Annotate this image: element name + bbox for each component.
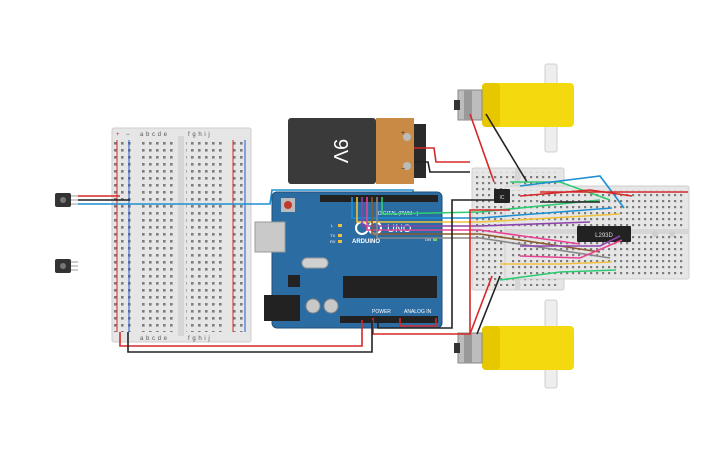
tx-led (338, 234, 342, 237)
wire-battery-plus (414, 147, 470, 163)
analog-label: ANALOG IN (404, 309, 432, 315)
battery-minus-label: − (401, 166, 405, 173)
motor-bottom[interactable] (454, 299, 574, 389)
wire-d-purple (361, 197, 591, 227)
rx-label: RX (330, 239, 336, 244)
battery-plus-label: + (401, 130, 405, 137)
on-led (433, 238, 437, 241)
regulator[interactable]: IC (494, 189, 510, 203)
columns-left-label: a b c d e (140, 132, 168, 138)
arduino-brand: ARDUINO (352, 239, 380, 245)
wire-d-brown (371, 197, 601, 253)
rail-minus-label: − (126, 132, 130, 138)
l-led (338, 224, 342, 227)
wire-bb-gnd (127, 320, 373, 353)
power-analog-header[interactable] (340, 316, 438, 323)
atmega-chip (343, 276, 437, 298)
motor-driver-chip[interactable]: L293D (577, 226, 631, 242)
battery-voltage-label: 9V (329, 139, 351, 164)
board-regulator (288, 275, 300, 287)
motor-top[interactable] (454, 63, 574, 153)
wires (119, 113, 688, 353)
power-label: POWER (372, 309, 391, 315)
wire-battery-minus (414, 161, 470, 173)
wire-d-blue (351, 197, 613, 219)
wire-jumper-purple (520, 235, 621, 247)
wire-bb-5v (119, 320, 363, 347)
wire-motor-top-red (469, 113, 495, 183)
battery-9v[interactable]: + − 9V (288, 118, 426, 184)
wire-arduino-gnd (377, 199, 494, 329)
wire-arduino-5v (372, 209, 510, 335)
usb-port[interactable] (254, 221, 286, 253)
wire-jumper-blue (519, 175, 625, 209)
wire-d-pink (366, 197, 581, 245)
wire-motor-bottom-black (476, 275, 501, 335)
regulator-label: IC (500, 195, 505, 201)
wire-jumper-pink (519, 239, 623, 259)
rail-plus-label: + (116, 132, 120, 138)
capacitor-2 (323, 298, 339, 314)
breadboard-main[interactable]: + − a b c d e f g h i j a b c d e f g h … (111, 127, 252, 343)
l-led-label: L (331, 223, 334, 228)
rx-led (338, 240, 342, 243)
digital-header[interactable] (320, 195, 438, 202)
wire-jumper-green-2 (499, 269, 617, 281)
wire-d-green (381, 197, 601, 215)
wire-motor-bottom-red (469, 275, 493, 335)
arduino-uno[interactable]: ARDUINO UNO DIGITAL (PWM ~) POWER ANALOG… (254, 191, 443, 329)
wire-analog-red (399, 318, 437, 327)
columns-right-label: f g h i j (188, 132, 210, 138)
wire-d-yellow (356, 197, 621, 223)
battery-terminal-minus[interactable] (403, 162, 411, 170)
chip-label: L293D (595, 233, 613, 239)
on-label: ON (425, 237, 431, 242)
ir-sensor-bottom[interactable] (55, 259, 78, 273)
wire-d-gray (376, 197, 611, 259)
capacitor-1 (305, 298, 321, 314)
wire-motor-top-black (485, 113, 528, 183)
wire-jumper-yellow (500, 261, 613, 265)
power-jack[interactable] (264, 295, 300, 321)
battery-terminal-plus[interactable] (403, 133, 411, 141)
wire-jumper-green (510, 181, 611, 201)
columns-left-label-bottom: a b c d e (140, 336, 168, 342)
wire-jumper-red (519, 189, 633, 197)
crystal (301, 257, 329, 269)
columns-right-label-bottom: f g h i j (188, 336, 210, 342)
ir-sensor-top[interactable] (55, 193, 78, 207)
tx-label: TX (330, 233, 335, 238)
